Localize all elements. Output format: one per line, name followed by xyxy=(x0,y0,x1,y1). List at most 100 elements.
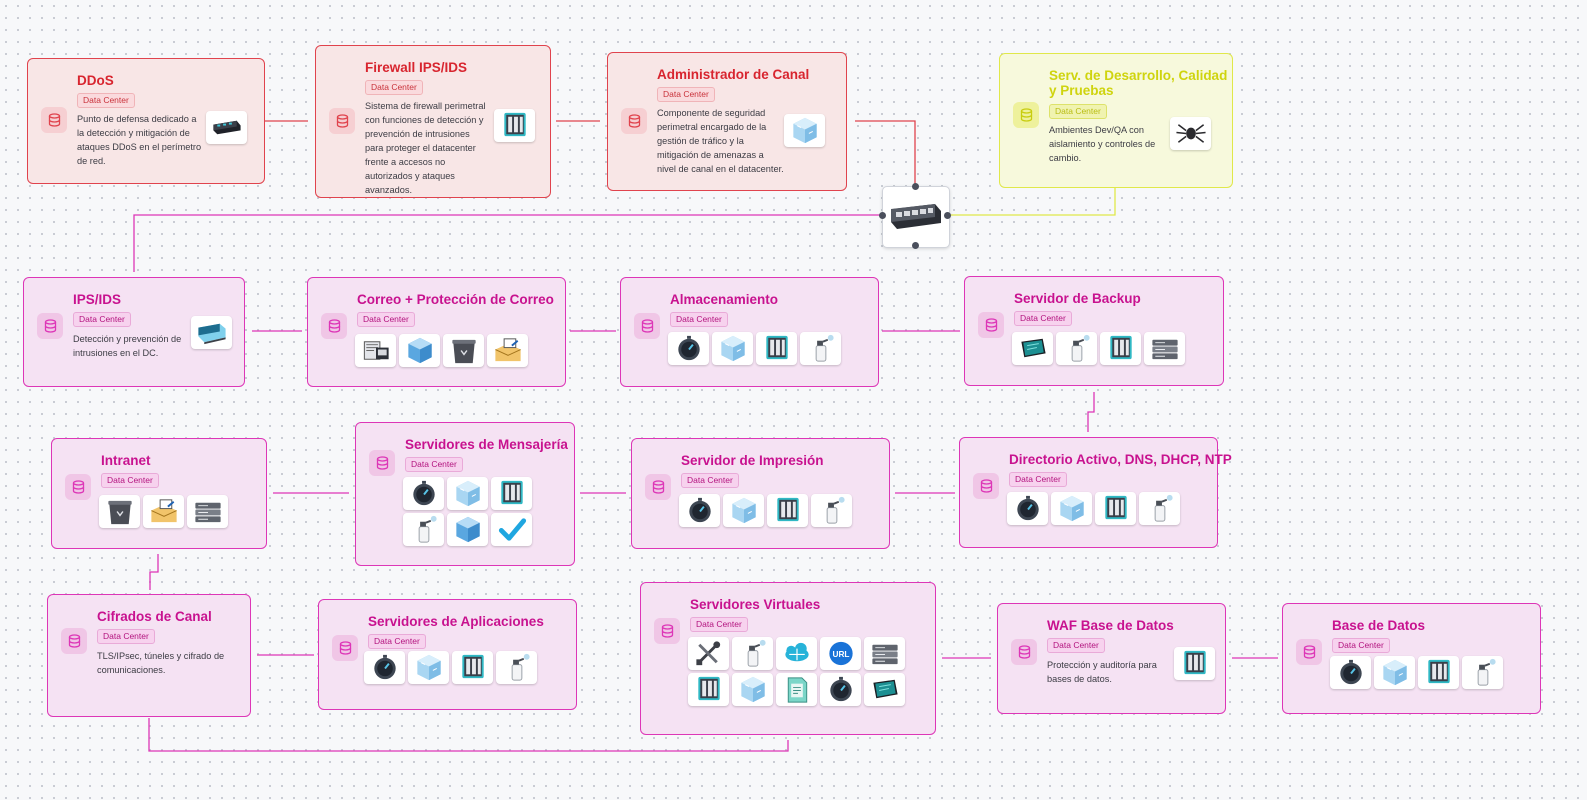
node-intranet[interactable]: Intranet Data Center xyxy=(51,438,267,549)
appliance-icon xyxy=(191,316,232,349)
stopwatch-icon xyxy=(668,332,709,365)
node-badge: Data Center xyxy=(1009,472,1067,487)
node-title: Servidores de Aplicaciones xyxy=(368,614,544,629)
node-servidores-aplicaciones[interactable]: Servidores de Aplicaciones Data Center xyxy=(318,599,577,710)
server-rack-icon xyxy=(767,494,808,527)
node-title: Correo + Protección de Correo xyxy=(357,292,554,307)
connection-handle[interactable] xyxy=(912,242,919,249)
url-icon: URL xyxy=(820,637,861,670)
database-icon xyxy=(978,312,1004,338)
node-servidor-backup[interactable]: Servidor de Backup Data Center xyxy=(964,276,1224,386)
node-badge: Data Center xyxy=(681,473,739,488)
connection-handle[interactable] xyxy=(912,183,919,190)
checkmark-icon xyxy=(491,513,532,546)
node-description: TLS/IPsec, túneles y cifrado de comunica… xyxy=(97,651,225,675)
node-title: Cifrados de Canal xyxy=(97,609,212,624)
ice-cube-icon xyxy=(1374,656,1415,689)
node-badge: Data Center xyxy=(1047,638,1105,653)
node-servidores-virtuales[interactable]: Servidores Virtuales Data Center URL xyxy=(640,582,936,735)
server-rack-icon xyxy=(1174,647,1215,680)
server-stack-icon xyxy=(864,637,905,670)
node-base-datos[interactable]: Base de Datos Data Center xyxy=(1282,603,1541,714)
node-firewall[interactable]: Firewall IPS/IDS Data Center Sistema de … xyxy=(315,45,551,198)
database-icon xyxy=(65,474,91,500)
blue-cube-icon xyxy=(399,334,440,367)
server-rack-icon xyxy=(1095,492,1136,525)
node-badge: Data Center xyxy=(101,473,159,488)
icon-group xyxy=(1174,647,1215,680)
ice-cube-icon xyxy=(408,651,449,684)
node-title: Base de Datos xyxy=(1332,618,1426,633)
edge-switch-ipsids xyxy=(133,214,882,272)
node-title: Servidor de Impresión xyxy=(681,453,824,468)
tools-icon xyxy=(688,637,729,670)
database-icon xyxy=(973,473,999,499)
node-directorio-activo[interactable]: Directorio Activo, DNS, DHCP, NTP Data C… xyxy=(959,437,1232,548)
icon-group xyxy=(784,114,825,147)
node-servidor-impresion[interactable]: Servidor de Impresión Data Center xyxy=(631,438,890,549)
spray-bottle-icon xyxy=(811,494,852,527)
document-icon xyxy=(776,673,817,706)
node-correo[interactable]: Correo + Protección de Correo Data Cente… xyxy=(307,277,566,387)
node-badge: Data Center xyxy=(368,634,426,649)
spray-bottle-icon xyxy=(800,332,841,365)
server-rack-icon xyxy=(688,673,729,706)
database-icon xyxy=(621,108,647,134)
server-rack-icon xyxy=(1418,656,1459,689)
spray-bottle-icon xyxy=(496,651,537,684)
node-title: Intranet xyxy=(101,453,151,468)
stopwatch-icon xyxy=(364,651,405,684)
database-icon xyxy=(329,108,355,134)
icon-group xyxy=(668,332,841,365)
node-ips-ids[interactable]: IPS/IDS Data Center Detección y prevenci… xyxy=(23,277,245,387)
database-icon xyxy=(1296,639,1322,665)
node-ddos[interactable]: DDoS Data Center Punto de defensa dedica… xyxy=(27,58,265,184)
icon-group xyxy=(99,495,228,528)
edge-intranet-cifrados xyxy=(149,554,159,590)
tablet-icon xyxy=(864,673,905,706)
database-icon xyxy=(654,618,680,644)
connection-handle[interactable] xyxy=(879,212,886,219)
icon-group: URL xyxy=(688,637,913,706)
node-description: Protección y auditoría para bases de dat… xyxy=(1047,660,1157,684)
icon-group xyxy=(1170,117,1211,150)
icon-group xyxy=(403,477,538,546)
node-cifrados-canal[interactable]: Cifrados de Canal Data Center TLS/IPsec,… xyxy=(47,594,251,717)
mail-box-icon xyxy=(143,495,184,528)
ice-cube-icon xyxy=(784,114,825,147)
node-badge: Data Center xyxy=(1014,311,1072,326)
network-cloud-icon xyxy=(776,637,817,670)
icon-group xyxy=(364,651,537,684)
connection-handle[interactable] xyxy=(944,212,951,219)
icon-group xyxy=(355,334,528,367)
node-waf-base-datos[interactable]: WAF Base de Datos Data Center Protección… xyxy=(997,603,1226,714)
node-desarrollo-calidad[interactable]: Serv. de Desarrollo, Calidad y Pruebas D… xyxy=(999,53,1233,188)
node-description: Componente de seguridad perimetral encar… xyxy=(657,108,784,174)
edge-backup-directorio xyxy=(1087,392,1095,432)
icon-group xyxy=(494,109,535,142)
server-rack-icon xyxy=(756,332,797,365)
network-switch-hub[interactable] xyxy=(882,186,950,248)
node-title: Administrador de Canal xyxy=(657,67,810,82)
server-rack-icon xyxy=(494,109,535,142)
node-title: Firewall IPS/IDS xyxy=(365,60,468,75)
svg-text:URL: URL xyxy=(832,650,849,659)
node-servidores-mensajeria[interactable]: Servidores de Mensajería Data Center xyxy=(355,422,575,566)
database-icon xyxy=(369,450,395,476)
node-description: Punto de defensa dedicado a la detección… xyxy=(77,114,202,166)
node-almacenamiento[interactable]: Almacenamiento Data Center xyxy=(620,277,879,387)
node-badge: Data Center xyxy=(1049,104,1107,119)
edge-devqa-switch xyxy=(948,188,1116,216)
server-rack-icon xyxy=(452,651,493,684)
stopwatch-icon xyxy=(679,494,720,527)
node-description: Detección y prevención de intrusiones en… xyxy=(73,334,182,358)
node-badge: Data Center xyxy=(690,617,748,632)
server-rack-icon xyxy=(491,477,532,510)
node-administrador-canal[interactable]: Administrador de Canal Data Center Compo… xyxy=(607,52,847,191)
switch-device-icon xyxy=(206,111,247,144)
node-badge: Data Center xyxy=(1332,638,1390,653)
database-icon xyxy=(634,313,660,339)
spider-icon xyxy=(1170,117,1211,150)
node-description: Ambientes Dev/QA con aislamiento y contr… xyxy=(1049,125,1156,163)
ice-cube-icon xyxy=(732,673,773,706)
